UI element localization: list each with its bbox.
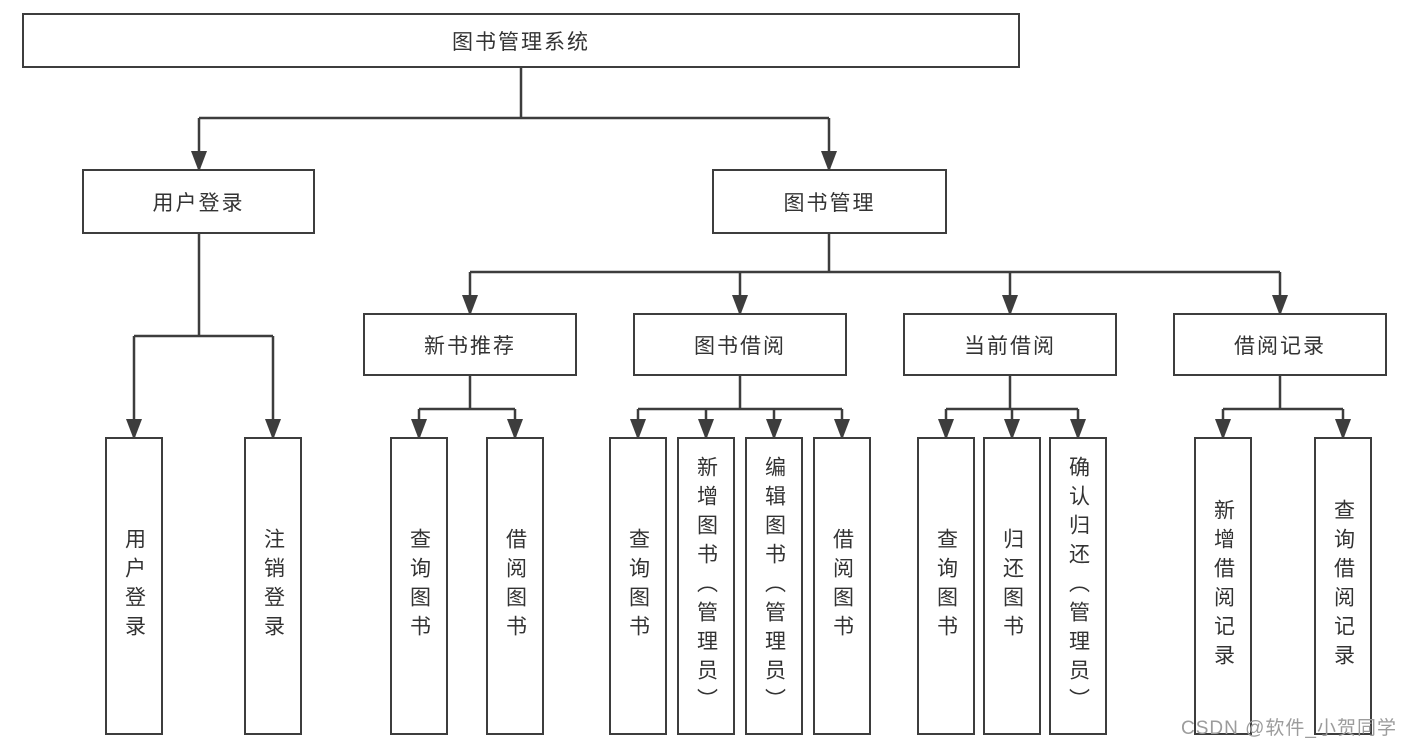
node-user-login-action: 用户登录 [105,437,163,735]
node-label: 新书推荐 [424,334,516,358]
node-label: 借阅记录 [1234,334,1326,358]
csdn-watermark: CSDN @软件_小贺同学 [1181,718,1397,739]
node-label: 图书借阅 [694,334,786,358]
node-label: 借阅图书 [503,528,527,644]
node-label: 查询借阅记录 [1331,499,1355,673]
node-query-borrowing-record: 查询借阅记录 [1314,437,1372,735]
node-confirm-return-admin: 确认归还（管理员） [1049,437,1107,735]
node-new-book-recommendation: 新书推荐 [363,313,577,376]
node-current-borrowing: 当前借阅 [903,313,1117,376]
node-label: 查询图书 [407,528,431,644]
node-label: 归还图书 [1000,528,1024,644]
node-query-books-recommend: 查询图书 [390,437,448,735]
node-add-borrowing-record: 新增借阅记录 [1194,437,1252,735]
node-label: 图书管理 [783,191,876,215]
node-book-management-module: 图书管理 [712,169,947,234]
node-borrow-books-borrowing: 借阅图书 [813,437,871,735]
node-logout-action: 注销登录 [244,437,302,735]
node-add-books-admin: 新增图书（管理员） [677,437,735,735]
node-query-books-borrowing: 查询图书 [609,437,667,735]
node-query-books-current: 查询图书 [917,437,975,735]
node-label: 借阅图书 [830,528,854,644]
node-label: 新增借阅记录 [1211,499,1235,673]
node-borrow-books-recommend: 借阅图书 [486,437,544,735]
node-label: 注销登录 [261,528,285,644]
node-label: 用户登录 [122,528,146,644]
node-library-management-system: 图书管理系统 [22,13,1020,68]
node-borrowing-records: 借阅记录 [1173,313,1387,376]
node-return-books: 归还图书 [983,437,1041,735]
node-edit-books-admin: 编辑图书（管理员） [745,437,803,735]
node-label: 查询图书 [934,528,958,644]
node-book-borrowing: 图书借阅 [633,313,847,376]
node-label: 查询图书 [626,528,650,644]
node-label: 新增图书（管理员） [694,455,718,717]
node-label: 确认归还（管理员） [1066,455,1090,717]
node-label: 用户登录 [152,191,245,215]
node-label: 当前借阅 [964,334,1056,358]
node-user-login-module: 用户登录 [82,169,315,234]
node-label: 编辑图书（管理员） [762,455,786,717]
node-label: 图书管理系统 [452,30,590,54]
